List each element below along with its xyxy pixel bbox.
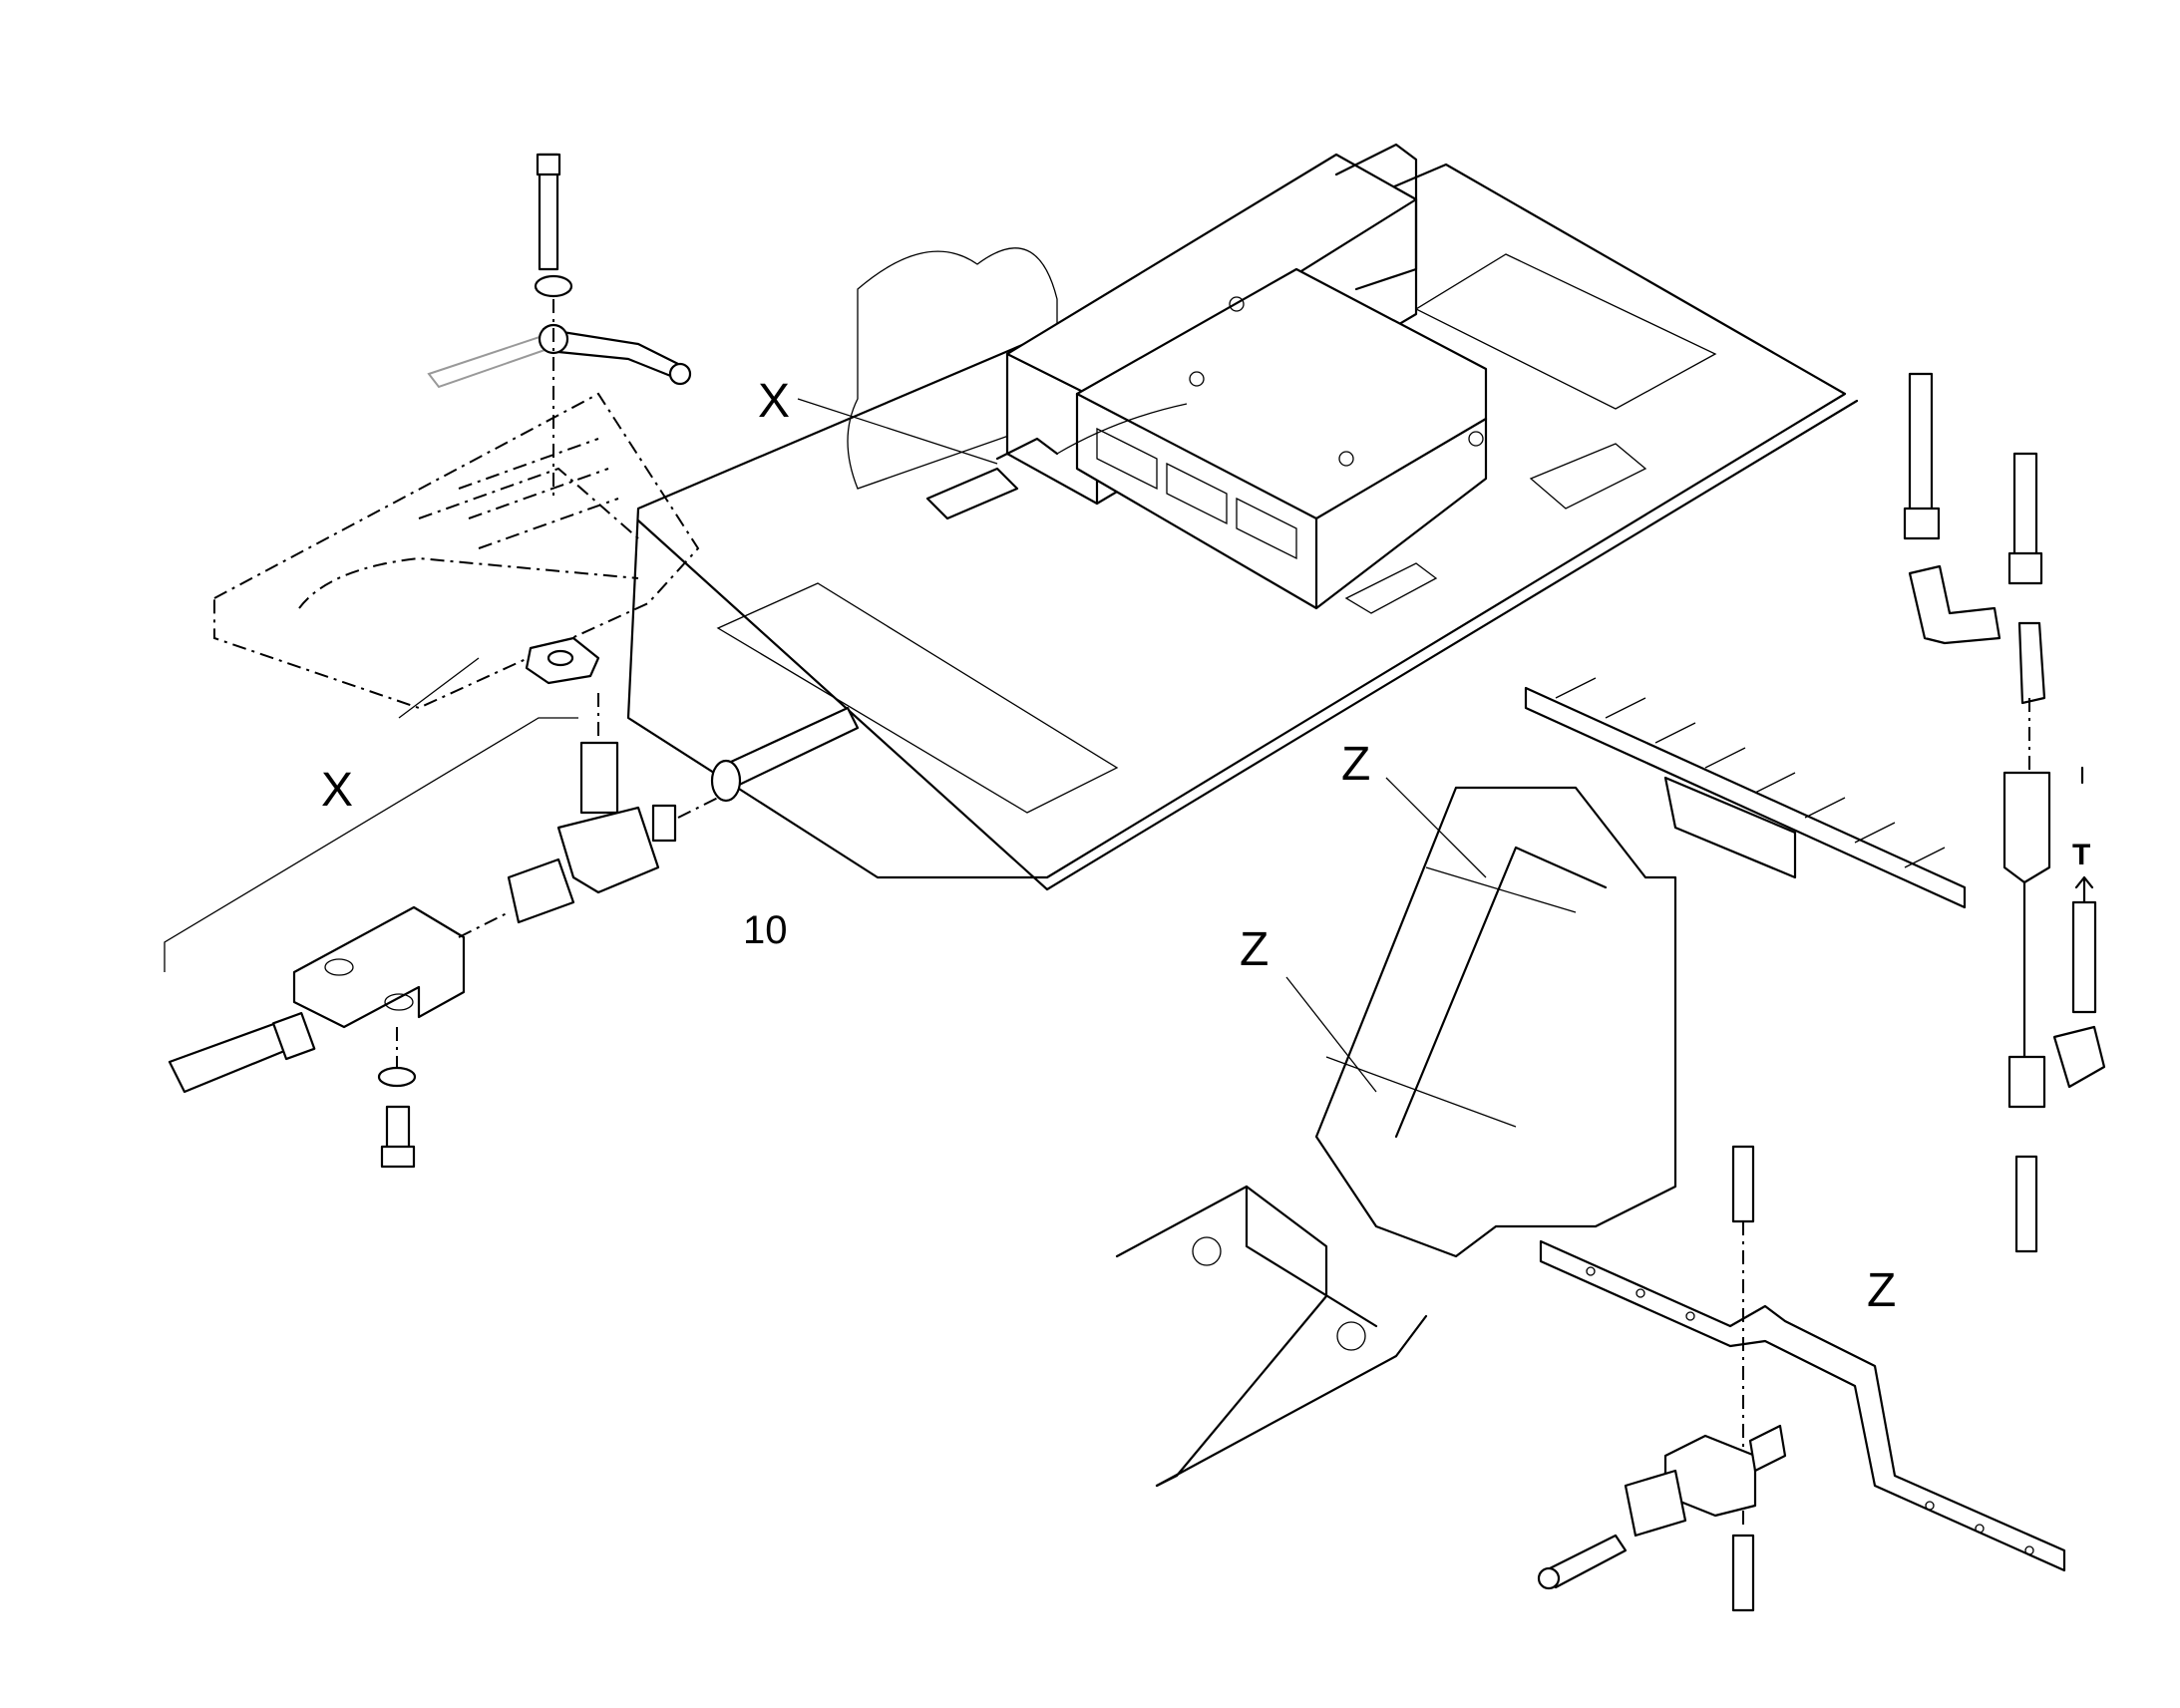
leader-line-x-top [797,398,998,465]
cab-support-frame [1115,786,1677,1488]
bolt-top [534,153,573,499]
leader-line-mat [398,657,480,719]
callout-x-top: X [758,375,790,428]
washer-bolt-bottom [377,1027,417,1169]
terminal-block-strip [1524,677,1967,909]
electronics-box [1005,143,1488,610]
valve-assembly [507,693,719,924]
hydraulic-fittings-right [1903,372,2084,1253]
callout-x-left: X [321,764,353,817]
leader-line-z-upper [1385,777,1487,878]
item-number-10: 10 [743,908,788,952]
knob [525,636,600,685]
floor-mat-phantom [213,392,700,710]
mounting-rail [1539,1239,2066,1572]
rail-clamp-parts [1537,1145,1787,1612]
callout-z-lower: Z [1240,923,1269,976]
callout-z-upper: Z [1341,738,1370,791]
t-arrow-hose [2052,875,2106,1089]
mounting-bracket [292,905,510,1029]
hose-fitting-center [710,706,860,803]
callout-t-arrow: T [2072,839,2090,871]
hose-bottom-left [168,1011,316,1094]
cab-floor-plate [626,163,1859,891]
callout-z-right: Z [1867,1264,1896,1317]
handle-lever [427,323,692,389]
leader-line-z-lower [1285,976,1377,1093]
micro-switch-assembly [925,403,1188,520]
detail-x-frame [164,717,578,972]
background-contour [847,247,1058,490]
